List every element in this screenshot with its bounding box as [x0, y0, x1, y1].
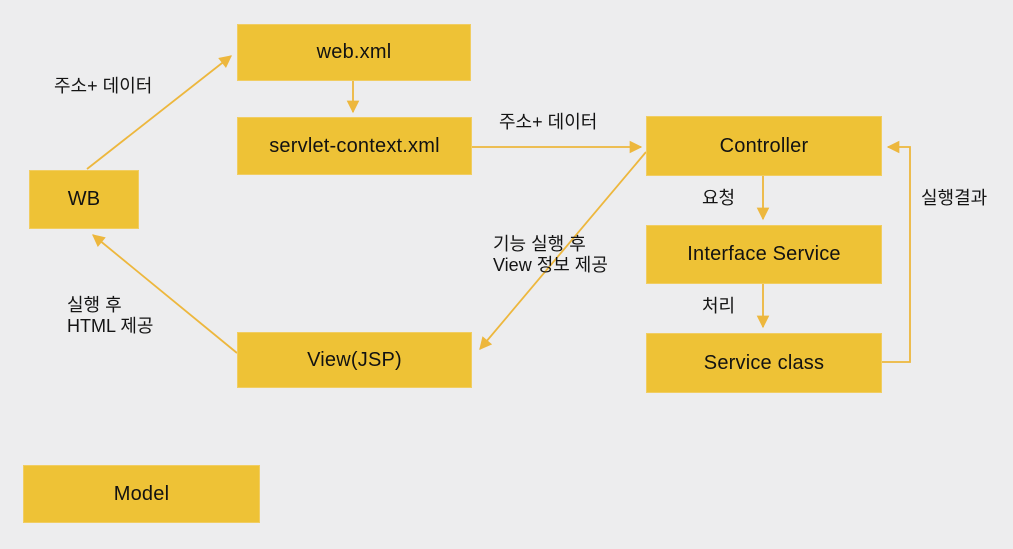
arrow-serviceclass-to-controller — [882, 140, 911, 363]
edge-label-controller-to-view: 기능 실행 후 View 정보 제공 — [493, 234, 608, 275]
edge-label-service-to-controller: 실행결과 — [921, 188, 988, 208]
node-wb: WB — [29, 170, 139, 229]
edge-label-wb-to-webxml: 주소+ 데이터 — [54, 76, 153, 96]
node-service-class: Service class — [646, 333, 882, 393]
edge-label-controller-to-interface: 요청 — [702, 188, 736, 208]
edge-label-interface-to-service: 처리 — [702, 296, 736, 316]
edge-label-view-to-wb: 실행 후 HTML 제공 — [67, 295, 154, 336]
node-controller: Controller — [646, 116, 882, 176]
arrow-view-to-wb — [92, 234, 238, 354]
node-servlet-context-xml: servlet-context.xml — [237, 117, 472, 175]
node-interface-service: Interface Service — [646, 225, 882, 284]
arrow-wb-to-webxml — [86, 55, 232, 170]
node-view-jsp: View(JSP) — [237, 332, 472, 388]
edge-label-servlet-to-controller: 주소+ 데이터 — [499, 112, 598, 132]
arrow-controller-to-view — [479, 151, 647, 350]
node-model: Model — [23, 465, 260, 523]
node-web-xml: web.xml — [237, 24, 471, 81]
